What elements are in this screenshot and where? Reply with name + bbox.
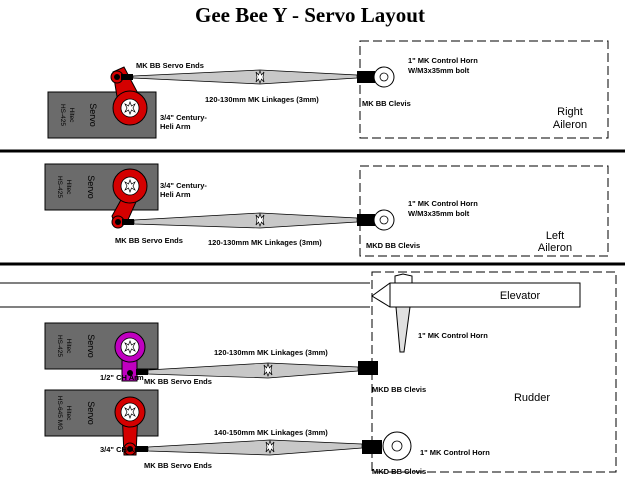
right-arm-label-1: 3/4" Century- xyxy=(160,113,207,122)
page-title: Gee Bee Y - Servo Layout xyxy=(195,3,425,27)
servo-label: Servo xyxy=(86,175,96,199)
left-clevis-label: MKD BB Clevis xyxy=(366,241,420,250)
rudder-arm-label: 3/4" CH Arm xyxy=(100,445,144,454)
servo-end xyxy=(136,369,148,375)
right-servo-ends-label: MK BB Servo Ends xyxy=(136,61,204,70)
elevator-arm-label: 1/2" CH Arm xyxy=(100,373,144,382)
left-servo-ends-label: MK BB Servo Ends xyxy=(115,236,183,245)
servo-end xyxy=(121,74,133,80)
right-aileron-arm xyxy=(110,66,148,126)
servo-label: Servo xyxy=(88,103,98,127)
left-linkage-label: 120-130mm MK Linkages (3mm) xyxy=(208,238,322,247)
left-horn-label-2: W/M3x35mm bolt xyxy=(408,209,470,218)
rudder-linkage-label: 140-150mm MK Linkages (3mm) xyxy=(214,428,328,437)
right-horn-label-1: 1" MK Control Horn xyxy=(408,56,478,65)
servo-brand: Hitec xyxy=(65,339,72,355)
right-horn-label-2: W/M3x35mm bolt xyxy=(408,66,470,75)
rudder-horn-label: 1" MK Control Horn xyxy=(420,448,490,457)
elevator-clevis-label: MKD BB Clevis xyxy=(372,385,426,394)
rudder-label: Rudder xyxy=(514,392,550,404)
rudder-servo-ends-label: MK BB Servo Ends xyxy=(144,461,212,470)
elevator-surface xyxy=(371,282,581,308)
servo-brand: Hitec xyxy=(68,108,75,124)
elevator-horn-label: 1" MK Control Horn xyxy=(418,331,488,340)
servo-model: HS-425 xyxy=(56,176,63,198)
rudder-linkage xyxy=(147,439,363,456)
elevator-clevis xyxy=(358,361,378,375)
rudder-clevis-label: MKD BB Clevis xyxy=(372,467,426,476)
elevator-label: Elevator xyxy=(500,290,541,302)
servo-model: HS-425 xyxy=(59,104,66,126)
left-aileron-clevis xyxy=(357,214,375,226)
right-aileron-label-1: Right xyxy=(557,106,583,118)
right-aileron-outline xyxy=(359,40,609,139)
elevator-control-horn xyxy=(395,306,411,353)
left-aileron-arm xyxy=(111,168,148,229)
servo-end xyxy=(122,219,134,225)
elevator-arm xyxy=(114,331,146,382)
right-linkage-label: 120-130mm MK Linkages (3mm) xyxy=(205,95,319,104)
servo-brand: Hitec xyxy=(65,406,72,422)
elevator-servo-ends-label: MK BB Servo Ends xyxy=(144,377,212,386)
servo-brand: Hitec xyxy=(65,180,72,196)
servo-model: HS-645 MG xyxy=(56,396,63,430)
left-arm-label-1: 3/4" Century- xyxy=(160,181,207,190)
elevator-horn-top xyxy=(394,273,413,284)
servo-model: HS-425 xyxy=(56,335,63,357)
left-horn-label-1: 1" MK Control Horn xyxy=(408,199,478,208)
elevator-linkage xyxy=(147,362,359,379)
left-aileron-linkage xyxy=(133,212,358,229)
left-aileron-label-1: Left xyxy=(546,230,564,242)
right-clevis-label: MK BB Clevis xyxy=(362,99,411,108)
elevator-linkage-label: 120-130mm MK Linkages (3mm) xyxy=(214,348,328,357)
servo-end xyxy=(136,446,148,452)
right-arm-label-2: Heli Arm xyxy=(160,122,191,131)
left-aileron-section: Left Aileron Servo Hitec HS-425 3/4" Cen… xyxy=(44,163,609,257)
rudder-outline xyxy=(371,271,617,473)
rudder-clevis xyxy=(362,440,382,454)
right-aileron-clevis xyxy=(357,71,375,83)
right-aileron-label-2: Aileron xyxy=(553,119,587,131)
right-aileron-linkage xyxy=(132,69,358,85)
servo-label: Servo xyxy=(86,334,96,358)
tail-section: Rudder Elevator 1" MK Control Horn Servo… xyxy=(0,271,617,476)
servo-label: Servo xyxy=(86,401,96,425)
left-arm-label-2: Heli Arm xyxy=(160,190,191,199)
left-aileron-label-2: Aileron xyxy=(538,242,572,254)
rudder-arm xyxy=(114,396,146,456)
right-aileron-section: Right Aileron Servo Hitec HS-425 MK BB S… xyxy=(47,40,609,139)
